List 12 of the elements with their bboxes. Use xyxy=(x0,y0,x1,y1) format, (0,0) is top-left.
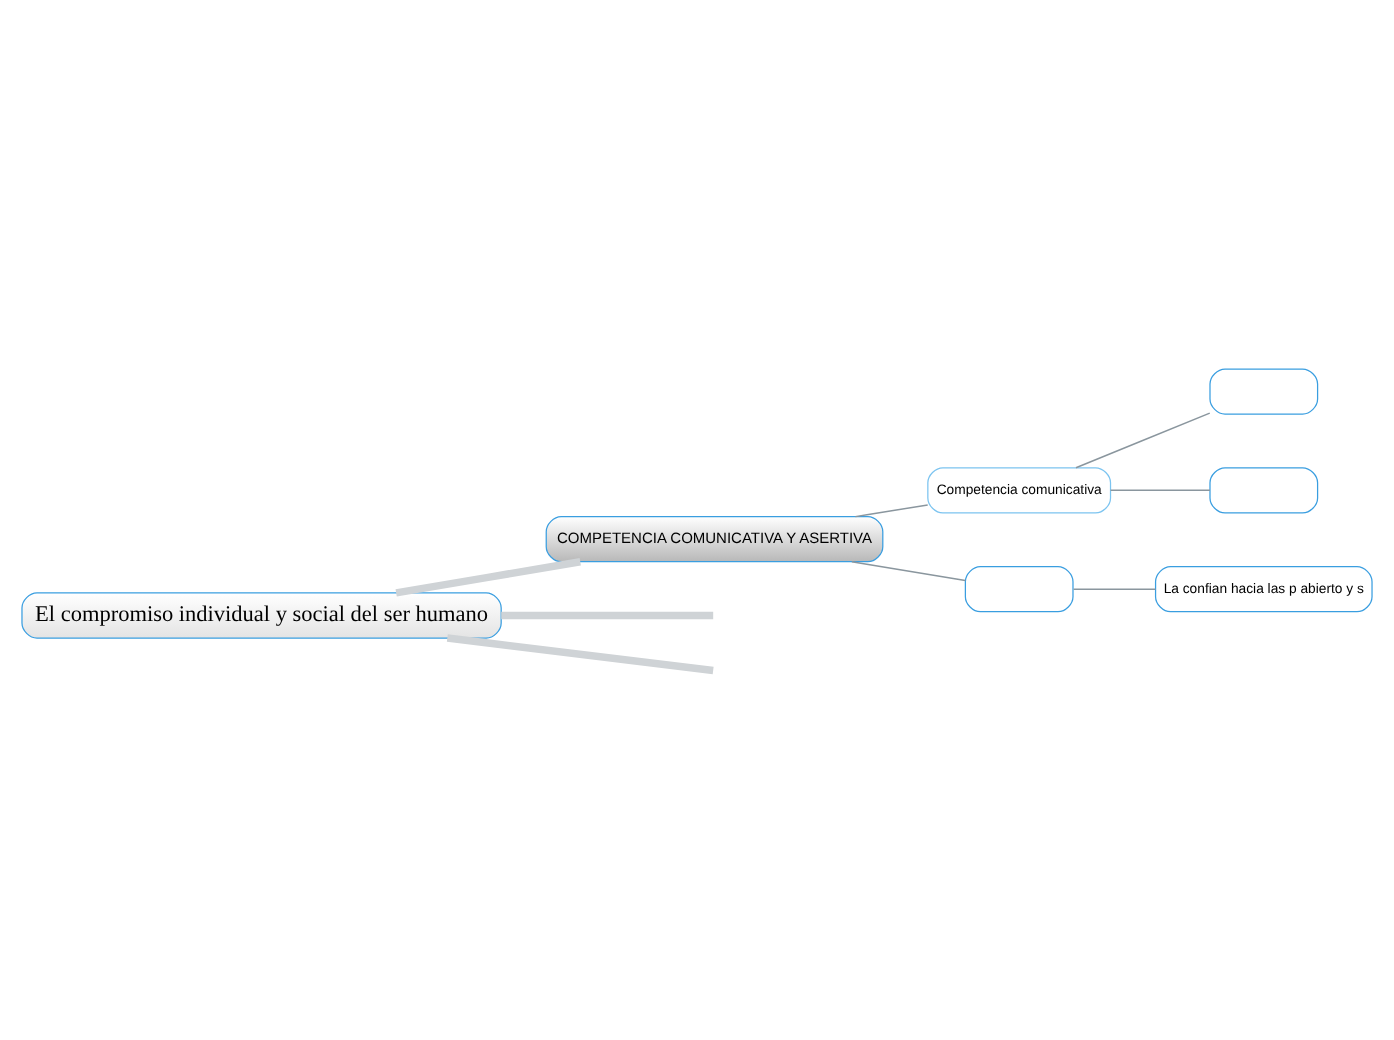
connector xyxy=(1072,588,1157,590)
connector xyxy=(851,560,967,582)
connector xyxy=(395,558,581,597)
node-box: El compromiso individual y social del ser humano xyxy=(21,592,502,639)
node-box xyxy=(1209,368,1319,415)
connector xyxy=(854,504,929,518)
connector xyxy=(446,634,714,675)
connector xyxy=(1109,489,1211,492)
connector xyxy=(1075,412,1211,469)
connector xyxy=(501,611,714,620)
node-box xyxy=(1209,467,1319,514)
node-box xyxy=(964,566,1074,613)
